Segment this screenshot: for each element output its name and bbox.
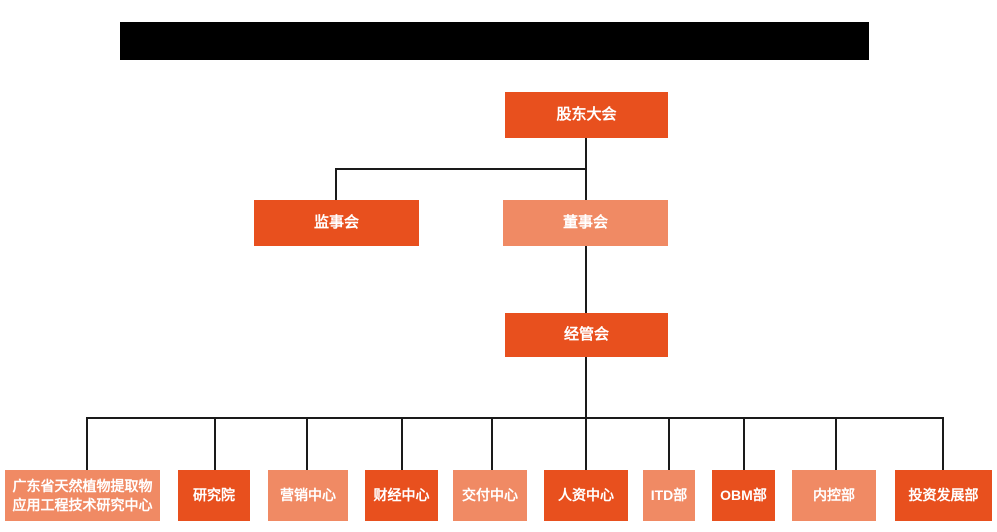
- connector-drop-dept-8: [743, 417, 745, 470]
- node-dept-delivery-center: 交付中心: [453, 470, 527, 521]
- connector-drop-dept-5: [491, 417, 493, 470]
- node-dept-research-center: 广东省天然植物提取物应用工程技术研究中心: [5, 470, 160, 521]
- node-supervisory-board: 监事会: [254, 200, 419, 246]
- connector-drop-dept-1: [86, 417, 88, 470]
- connector-drop-dept-3: [306, 417, 308, 470]
- node-dept-investment-development: 投资发展部: [895, 470, 992, 521]
- redacted-title-bar: [120, 22, 869, 60]
- connector-drop-dept-7: [668, 417, 670, 470]
- node-dept-hr-center: 人资中心: [544, 470, 628, 521]
- node-dept-research-institute: 研究院: [178, 470, 250, 521]
- connector-drop-dept-4: [401, 417, 403, 470]
- connector-drop-supervisory: [335, 168, 337, 200]
- connector-drop-dept-2: [214, 417, 216, 470]
- node-dept-finance-center: 财经中心: [365, 470, 438, 521]
- node-board-of-directors: 董事会: [503, 200, 668, 246]
- connector-drop-dept-10: [942, 417, 944, 470]
- node-dept-obm: OBM部: [712, 470, 775, 521]
- connector-board-to-management: [585, 246, 587, 313]
- node-shareholders-meeting: 股东大会: [505, 92, 668, 138]
- connector-horizontal-level2: [336, 168, 586, 170]
- connector-root-to-board: [585, 138, 587, 200]
- node-dept-marketing-center: 营销中心: [268, 470, 348, 521]
- connector-management-down: [585, 357, 587, 470]
- node-dept-internal-control: 内控部: [792, 470, 876, 521]
- connector-horizontal-departments: [87, 417, 944, 419]
- node-management-committee: 经管会: [505, 313, 668, 357]
- connector-drop-dept-9: [835, 417, 837, 470]
- node-dept-itd: ITD部: [643, 470, 695, 521]
